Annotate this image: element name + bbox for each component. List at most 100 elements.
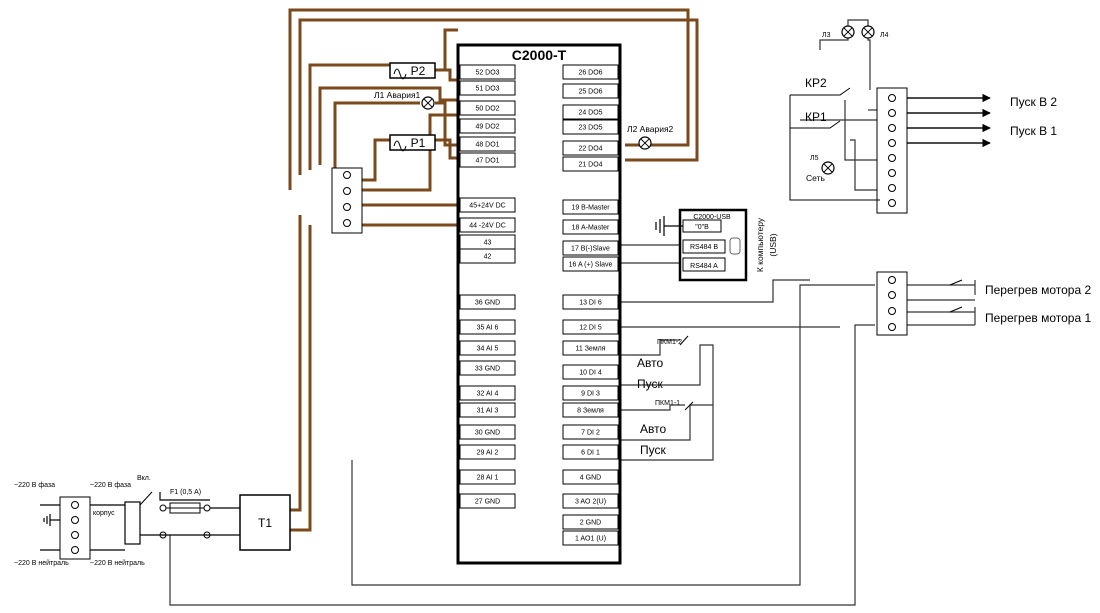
pin-label: 31 AI 3: [477, 408, 499, 415]
pin-box: [562, 140, 619, 156]
terminal-block-sensors: [876, 271, 908, 336]
pin-label: 52 DO3: [475, 70, 499, 77]
pin-label: 28 AI 1: [477, 475, 499, 482]
pin-label: 17 B(-)Slave: [571, 246, 610, 253]
kr2-contact: [790, 87, 851, 96]
pkm1-2-label: ПКМ1-2: [657, 339, 682, 346]
pin-box: [562, 493, 619, 509]
pin-box: [562, 256, 619, 272]
pin-label: 50 DO2: [475, 106, 499, 113]
pin-label: 48 DO1: [475, 142, 499, 149]
auto-label-2: Авто: [640, 422, 666, 436]
pin-box: [459, 493, 516, 509]
pin-label: 34 AI 5: [477, 346, 499, 353]
pin-label: 43: [484, 240, 492, 247]
phase-in-label: ~220 В фаза: [14, 482, 55, 489]
neutral-out-label: ~220 В нейтраль: [90, 559, 145, 567]
pin-box: [459, 152, 516, 168]
lamp-l5-icon: [821, 161, 835, 175]
pin-label: 27 GND: [475, 499, 500, 506]
overheat2-label: Перегрев мотора 2: [985, 283, 1091, 297]
lamps: [421, 25, 875, 175]
usb-title: С2000-USB: [693, 214, 731, 221]
usb-zero-label: "0"В: [695, 224, 709, 231]
relay-p2: Р2: [389, 62, 436, 80]
pin-box: [562, 444, 619, 460]
lamp-l2-icon: [638, 136, 652, 150]
pin-label: 47 DO1: [475, 158, 499, 165]
pin-box: [562, 119, 619, 135]
relay-coil-icon: [393, 68, 407, 80]
pin-label: 3 AO 2(U): [575, 499, 606, 506]
usb-port-icon: [729, 237, 741, 255]
pin-label: 45+24V DC: [469, 203, 505, 210]
pin-box: [459, 100, 516, 116]
pin-box: [459, 340, 516, 356]
pin-label: 33 GND: [475, 366, 500, 373]
kr1-label: КР1: [805, 110, 827, 124]
lamp-l3-icon: [841, 25, 855, 39]
auto-label-1: Авто: [637, 356, 663, 370]
pin-box: [459, 136, 516, 152]
usb-rs-a-label: RS484 A: [690, 263, 718, 270]
pin-label: 21 DO4: [578, 162, 602, 169]
pin-label: 1 AO1 (U): [575, 536, 606, 543]
neutral-in-label: ~220 В нейтраль: [14, 559, 69, 567]
pin-label: 26 DO6: [578, 70, 602, 77]
pin-box: [562, 469, 619, 485]
overheat1-label: Перегрев мотора 1: [985, 311, 1091, 325]
pin-box: [459, 360, 516, 376]
terminal-screw: [888, 124, 896, 132]
pin-label: 18 A-Master: [572, 225, 610, 232]
on-label: Вкл.: [137, 475, 151, 482]
transformer-label: T1: [258, 516, 272, 530]
pin-box: [562, 319, 619, 335]
pin-label: 4 GND: [580, 475, 601, 482]
pin-label: 8 Земля: [577, 408, 604, 415]
pin-label: 44 -24V DC: [469, 223, 506, 230]
pin-label: 12 DI 5: [579, 325, 602, 332]
pkm1-1-label: ПКМ1-1: [655, 400, 680, 407]
pin-box: [562, 83, 619, 99]
terminal-block-left: [331, 167, 363, 234]
lamp-l5-label: Л5: [810, 155, 819, 162]
pin-label: 24 DO5: [578, 110, 602, 117]
pin-label: 6 DI 1: [581, 450, 600, 457]
pin-box: [459, 402, 516, 418]
pin-box: [562, 340, 619, 356]
lamp-l4-icon: [861, 25, 875, 39]
pin-box: [459, 294, 516, 310]
kr2-label: КР2: [805, 76, 827, 90]
pin-box: [459, 197, 516, 213]
pin-box: [562, 364, 619, 380]
pin-box: [459, 118, 516, 134]
pin-box: [562, 104, 619, 120]
lamp-l3-label: Л3: [822, 32, 831, 39]
terminal-screw: [888, 199, 896, 207]
pin-box: [459, 424, 516, 440]
pin-label: 2 GND: [580, 520, 601, 527]
lamp-l1-icon: [421, 96, 435, 110]
ground-icon: [43, 514, 60, 526]
fuse-label: F1 (0,5 А): [170, 489, 201, 496]
pin-box: [562, 219, 619, 235]
pin-label: 51 DO3: [475, 86, 499, 93]
usb-interface: С2000-USB "0"В RS484 B RS484 A К компьют…: [655, 208, 778, 282]
pin-box: [562, 64, 619, 80]
case-label: корпус: [93, 510, 115, 517]
lamp-l2-label: Л2 Авария2: [627, 124, 674, 134]
pin-box: [459, 385, 516, 401]
pin-label: 19 B-Master: [571, 205, 610, 212]
terminal-screw: [888, 184, 896, 192]
relay-p1: Р1: [389, 134, 436, 152]
relay-p1-label: Р1: [411, 136, 426, 150]
pin-label: 35 AI 6: [477, 325, 499, 332]
lamp-l1-label: Л1 Авария1: [374, 90, 421, 100]
pin-label: 23 DO5: [578, 125, 602, 132]
usb-rs-b-label: RS484 B: [690, 244, 718, 251]
terminal-screw: [888, 139, 896, 147]
relay-p2-label: Р2: [411, 64, 426, 78]
overheat1-contact: [949, 306, 963, 313]
